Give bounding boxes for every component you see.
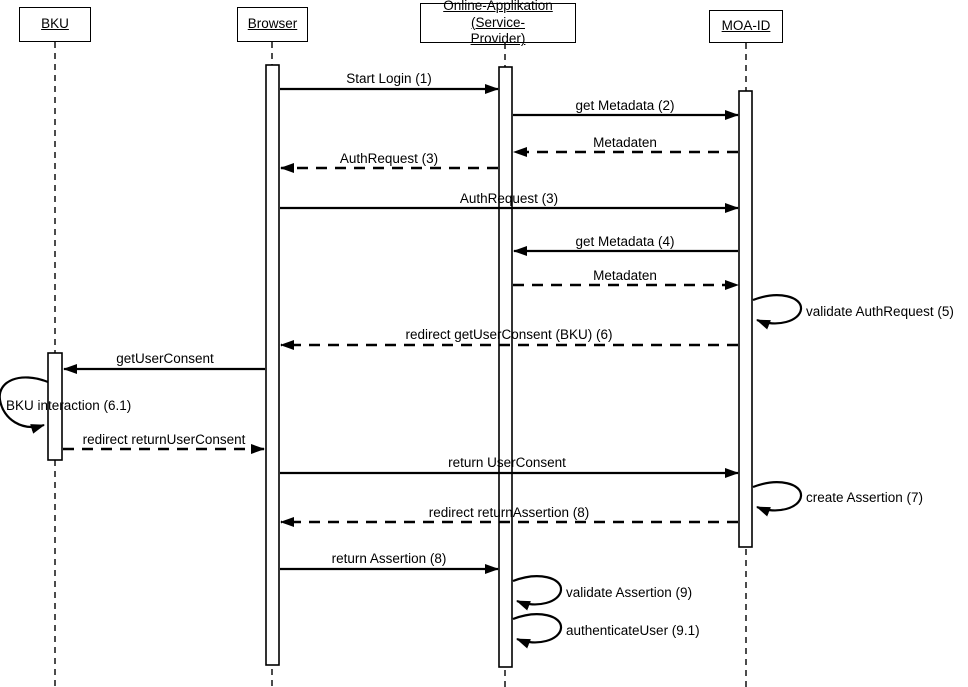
self-loop-bku-interaction: [0, 376, 49, 434]
participant-box-browser: Browser: [237, 7, 308, 42]
self-loop-create-assertion: [752, 481, 803, 517]
activation-bar-bku: [47, 352, 63, 461]
activation-bar-online-applikation: [498, 66, 513, 668]
message-label-redirect-returnassertion: redirect returnAssertion (8): [428, 505, 590, 520]
message-label-get-metadata-4: get Metadata (4): [575, 234, 675, 249]
message-label-start-login: Start Login (1): [346, 71, 432, 86]
message-label-bku-interaction: BKU interaction (6.1): [6, 398, 132, 413]
participant-label-browser: Browser: [247, 16, 298, 32]
message-label-metadaten-2: Metadaten: [593, 268, 657, 283]
activation-bar-moa-id: [738, 90, 753, 548]
self-loop-authenticateuser: [512, 613, 563, 649]
message-label-validate-authrequest: validate AuthRequest (5): [806, 304, 954, 319]
participant-box-moa-id: MOA-ID: [709, 10, 783, 43]
message-label-redirect-returnuserconsent: redirect returnUserConsent: [82, 432, 246, 447]
message-label-create-assertion: create Assertion (7): [806, 490, 924, 505]
message-label-authrequest-3-return: AuthRequest (3): [339, 151, 439, 166]
message-label-return-assertion: return Assertion (8): [331, 551, 447, 566]
message-label-metadaten-1: Metadaten: [593, 135, 657, 150]
participant-box-bku: BKU: [19, 7, 91, 42]
message-label-get-metadata-2: get Metadata (2): [575, 98, 675, 113]
message-label-authrequest-3: AuthRequest (3): [459, 191, 559, 206]
self-loop-validate-authrequest: [752, 294, 803, 330]
participant-label-bku: BKU: [41, 16, 69, 32]
message-label-return-userconsent: return UserConsent: [448, 455, 566, 470]
message-label-redirect-getuserconsent: redirect getUserConsent (BKU) (6): [405, 327, 613, 342]
message-label-validate-assertion: validate Assertion (9): [566, 585, 693, 600]
participant-box-online-applikation: Online-Applikation (Service- Provider): [420, 0, 576, 46]
participant-label-online-applikation-line2: Provider): [470, 31, 526, 47]
message-label-authenticateuser: authenticateUser (9.1): [566, 623, 700, 638]
activation-bar-browser: [265, 64, 280, 666]
message-label-getuserconsent: getUserConsent: [116, 351, 214, 366]
participant-label-online-applikation-line1: Online-Applikation (Service-: [443, 0, 553, 30]
participant-label-moa-id: MOA-ID: [721, 18, 771, 34]
self-loop-validate-assertion: [512, 575, 563, 611]
